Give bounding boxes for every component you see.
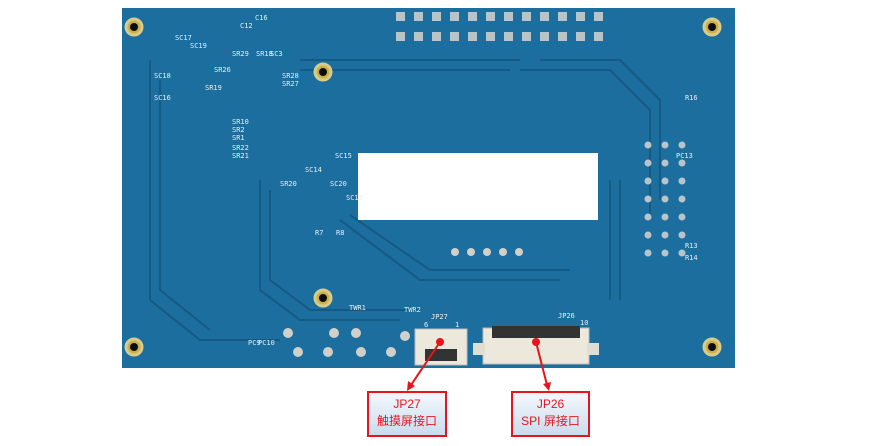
via-pad xyxy=(644,141,652,149)
header-pad xyxy=(396,32,405,41)
silkscreen-label: TWR1 xyxy=(349,304,366,312)
header-pad xyxy=(522,12,531,21)
header-pad xyxy=(594,32,603,41)
svg-text:JP27: JP27 xyxy=(431,313,448,321)
silkscreen-label: R13 xyxy=(685,242,698,250)
silkscreen-label: SC20 xyxy=(330,180,347,188)
pcb-holes-dark xyxy=(130,23,716,351)
silkscreen-label: SC18 xyxy=(154,72,171,80)
header-pad xyxy=(432,12,441,21)
silkscreen-label: SR28 xyxy=(282,72,299,80)
via-pad xyxy=(661,213,669,221)
svg-text:JP26: JP26 xyxy=(558,312,575,320)
silkscreen-label: C16 xyxy=(255,14,268,22)
header-pad xyxy=(468,32,477,41)
header-pad xyxy=(576,32,585,41)
silkscreen-label: R14 xyxy=(685,254,698,262)
silkscreen-label: TWR2 xyxy=(404,306,421,314)
svg-text:1: 1 xyxy=(455,321,459,329)
via-pad xyxy=(644,195,652,203)
silkscreen-label: SR21 xyxy=(232,152,249,160)
header-pad xyxy=(486,12,495,21)
header-pad xyxy=(396,12,405,21)
header-pad xyxy=(504,32,513,41)
silkscreen-label: SR27 xyxy=(282,80,299,88)
via-pad xyxy=(661,159,669,167)
silkscreen-label: SC14 xyxy=(305,166,322,174)
via-pad xyxy=(678,213,686,221)
silkscreen-label: SR10 xyxy=(232,118,249,126)
via-pad xyxy=(661,177,669,185)
silkscreen-label: PC13 xyxy=(676,152,693,160)
callout-jp27: JP27 触摸屏接口 xyxy=(367,391,447,437)
silkscreen-label: SC19 xyxy=(190,42,207,50)
callout-arrows xyxy=(407,338,551,391)
header-pad xyxy=(414,12,423,21)
silkscreen-label: SR18 xyxy=(256,50,273,58)
svg-text:6: 6 xyxy=(424,321,428,329)
via-pad xyxy=(678,231,686,239)
silkscreen-label: SR1 xyxy=(232,134,245,142)
header-pad xyxy=(540,32,549,41)
silkscreen-label: SC13 xyxy=(346,194,363,202)
via-pad xyxy=(678,195,686,203)
via-pad xyxy=(661,195,669,203)
header-pad xyxy=(468,12,477,21)
silkscreen-label: PC9 xyxy=(248,339,261,347)
callout-desc: SPI 屏接口 xyxy=(521,414,580,428)
via-pad xyxy=(661,141,669,149)
header-pad xyxy=(576,12,585,21)
silkscreen-label: R16 xyxy=(685,94,698,102)
header-pad xyxy=(450,32,459,41)
via-pad xyxy=(678,159,686,167)
via-pad xyxy=(661,249,669,257)
via-pad xyxy=(678,177,686,185)
via-pad xyxy=(678,141,686,149)
via-pad xyxy=(644,213,652,221)
silkscreen-label: SR22 xyxy=(232,144,249,152)
header-pad xyxy=(540,12,549,21)
silkscreen-label: SR20 xyxy=(280,180,297,188)
callout-title: JP27 xyxy=(393,397,421,411)
silkscreen-label: SR29 xyxy=(232,50,249,58)
silkscreen-label: SR2 xyxy=(232,126,245,134)
header-pad xyxy=(594,12,603,21)
via-pad xyxy=(644,159,652,167)
header-pad xyxy=(558,32,567,41)
header-pad xyxy=(432,32,441,41)
via-pad xyxy=(644,249,652,257)
svg-text:10: 10 xyxy=(580,319,588,327)
silkscreen-label: SC15 xyxy=(335,152,352,160)
through-hole-pins xyxy=(283,248,523,357)
via-pad xyxy=(644,231,652,239)
pcb-traces xyxy=(149,59,661,341)
header-pad xyxy=(558,12,567,21)
header-pad xyxy=(450,12,459,21)
silkscreen-label: SR19 xyxy=(205,84,222,92)
header-pad xyxy=(486,32,495,41)
silkscreen-label: R7 xyxy=(315,229,323,237)
via-pad xyxy=(644,177,652,185)
silkscreen-label: PC10 xyxy=(258,339,275,347)
silkscreen-label: SC17 xyxy=(175,34,192,42)
header-pad xyxy=(522,32,531,41)
silkscreen-label: SC3 xyxy=(270,50,283,58)
callout-desc: 触摸屏接口 xyxy=(376,414,437,428)
via-pad xyxy=(661,231,669,239)
callout-jp26: JP26 SPI 屏接口 xyxy=(511,391,590,437)
silkscreen-label: SR26 xyxy=(214,66,231,74)
board-cutout xyxy=(358,153,598,220)
header-pad xyxy=(414,32,423,41)
silkscreen-label: R8 xyxy=(336,229,344,237)
callout-title: JP26 xyxy=(536,397,565,411)
header-pads xyxy=(396,12,686,257)
silkscreen-label: SC16 xyxy=(154,94,171,102)
via-pad xyxy=(678,249,686,257)
silkscreen-label: C12 xyxy=(240,22,253,30)
header-pad xyxy=(504,12,513,21)
